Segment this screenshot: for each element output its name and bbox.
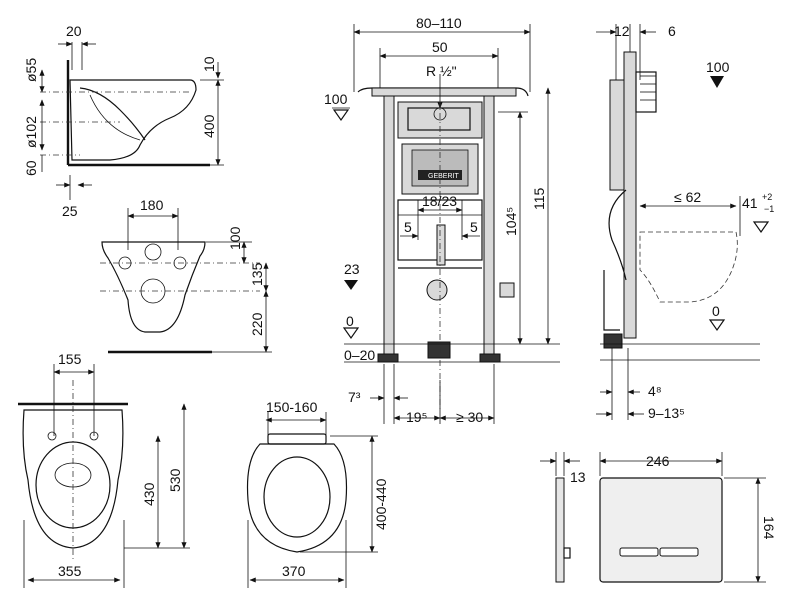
dim-outlet: ø102 <box>23 116 39 148</box>
dim-62: ≤ 62 <box>674 189 701 205</box>
level-0: 0 <box>712 303 720 319</box>
dim-height: 164 <box>761 516 777 540</box>
dim-bottom: 60 <box>23 160 39 176</box>
dim-12: 12 <box>614 23 630 39</box>
dim-mid: 135 <box>249 262 265 286</box>
range-0-20: 0–20 <box>344 347 375 363</box>
dim-width: 246 <box>646 453 670 469</box>
dim-top: 155 <box>58 351 82 367</box>
dim-depth: 400-440 <box>373 478 389 530</box>
dim-outer: 80–110 <box>416 15 462 31</box>
level-23: 23 <box>344 261 360 277</box>
dim-41-tol-up: +2 <box>762 192 772 202</box>
brand-label: GEBERIT <box>428 173 459 180</box>
dim-pipe: ø55 <box>23 58 39 82</box>
dim-41: 41 <box>742 195 758 211</box>
dim-inner: 50 <box>432 39 448 55</box>
dim-width: 180 <box>140 197 164 213</box>
dim-base: 25 <box>62 203 78 219</box>
dim-width: 370 <box>282 563 306 579</box>
dim-depth-inner: 430 <box>141 482 157 506</box>
dim-9: 9–13⁵ <box>648 405 685 421</box>
level-0: 0 <box>346 313 354 329</box>
dim-right-5: 5 <box>470 219 478 235</box>
dim-left-5: 5 <box>404 219 412 235</box>
front-bowl-view: 180 100 135 220 <box>100 197 272 354</box>
dim-6: 6 <box>668 23 676 39</box>
dim-rim: 10 <box>201 56 217 72</box>
dim-low: 220 <box>249 312 265 336</box>
dim-top: 100 <box>227 226 243 250</box>
dim-top: 20 <box>66 23 82 39</box>
dim-104: 104⁵ <box>503 207 519 236</box>
dim-7: 7³ <box>348 389 361 405</box>
dim-depth: 530 <box>167 468 183 492</box>
dim-4: 4⁸ <box>648 383 662 399</box>
label-thread: R ½" <box>426 63 457 79</box>
dim-115: 115 <box>531 187 547 210</box>
seat-view: 150-160 400-440 370 <box>246 399 389 588</box>
top-bowl-view: 155 430 530 355 <box>18 351 190 588</box>
dim-width: 355 <box>58 563 82 579</box>
level-100: 100 <box>324 91 348 107</box>
dim-height: 400 <box>201 114 217 138</box>
dim-19: 19⁵ <box>406 409 427 425</box>
frame-side-view: 12 6 100 ≤ 62 41 +2 −1 0 4⁸ 9–13⁵ <box>596 23 774 421</box>
dim-thickness: 13 <box>570 469 586 485</box>
side-bowl-view: 20 ø55 ø102 60 25 10 400 <box>23 23 224 219</box>
frame-front-view: GEBERIT <box>324 15 560 425</box>
dim-spacing: 18/23 <box>422 193 457 209</box>
level-100: 100 <box>706 59 730 75</box>
flush-plate-view: 13 246 164 <box>540 452 777 583</box>
dim-41-tol-dn: −1 <box>764 204 774 214</box>
dim-top: 150-160 <box>266 399 318 415</box>
dim-30: ≥ 30 <box>456 409 483 425</box>
